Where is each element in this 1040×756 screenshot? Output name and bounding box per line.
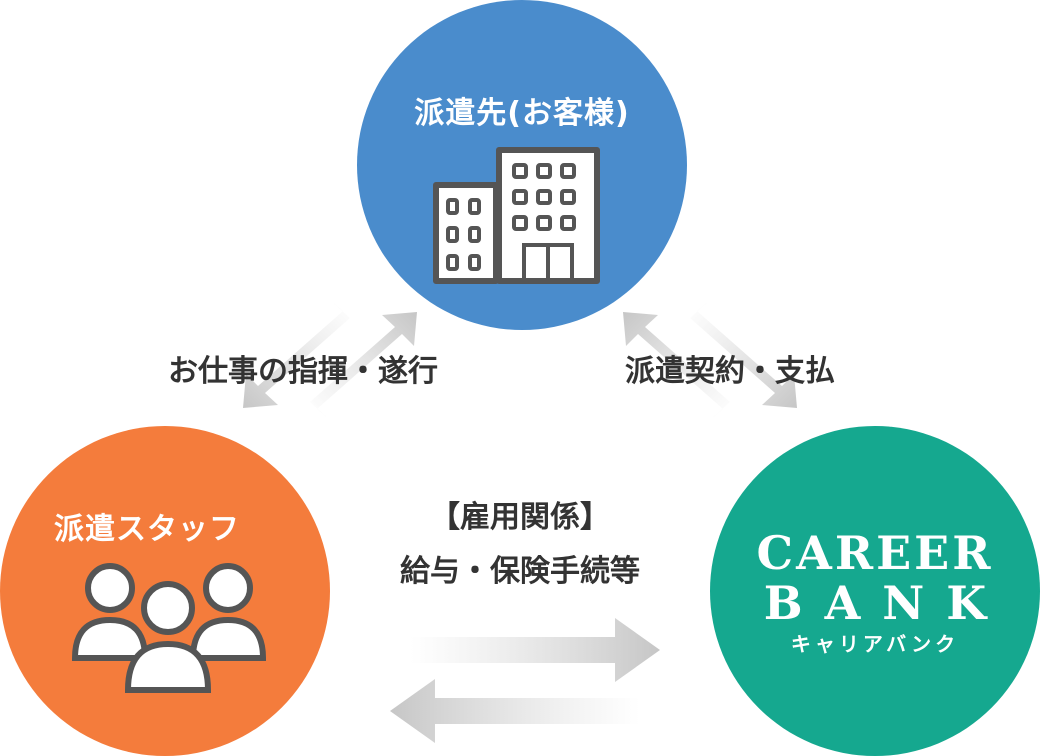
- arrow-staff-to-client: [310, 312, 417, 420]
- client-bank-relation-label: 派遣契約・支払: [625, 354, 835, 389]
- bank-logo-katakana: キャリアバンク: [790, 632, 960, 656]
- client-staff-relation-label: お仕事の指揮・遂行: [168, 354, 438, 389]
- bank-circle: CAREER BANK キャリアバンク: [710, 426, 1040, 756]
- arrow-bank-to-staff: [390, 679, 640, 743]
- bank-logo-line2: BANK: [763, 576, 1009, 630]
- staff-bank-relation-title: 【雇用関係】: [430, 500, 610, 535]
- bank-logo-line1: CAREER: [756, 526, 994, 580]
- arrow-client-to-staff: [243, 300, 350, 408]
- staff-circle: 派遣スタッフ: [0, 426, 330, 756]
- client-title: 派遣先(お客様): [414, 96, 630, 131]
- office-building-icon: [433, 147, 600, 284]
- staff-bank-relation-detail: 給与・保険手続等: [400, 554, 640, 589]
- people-group-icon: [71, 563, 267, 693]
- arrow-bank-to-client: [623, 312, 730, 420]
- arrow-staff-to-bank: [410, 618, 660, 682]
- staff-title: 派遣スタッフ: [54, 512, 240, 547]
- arrow-client-to-bank: [690, 300, 797, 408]
- client-circle: 派遣先(お客様): [357, 0, 687, 330]
